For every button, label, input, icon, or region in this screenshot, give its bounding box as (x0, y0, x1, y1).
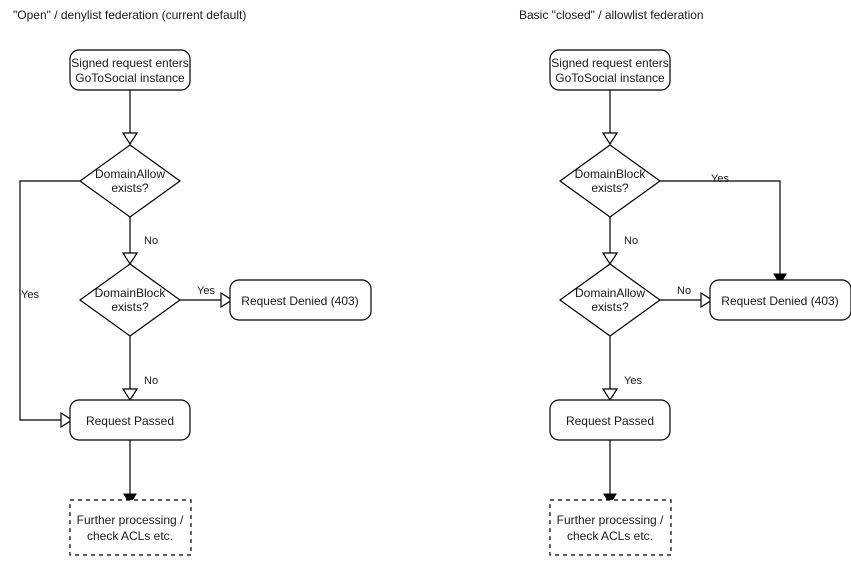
entry-node-label-line2-right: GoToSocial instance (555, 71, 665, 85)
diagram-title-left: "Open" / denylist federation (current de… (13, 8, 246, 22)
node-decision-domainallow-right[interactable]: DomainAllow exists? (558, 263, 662, 337)
domainblock-label-line2-left: exists? (111, 300, 149, 314)
diagram-open-denylist: "Open" / denylist federation (current de… (13, 8, 372, 556)
request-denied-shape-right (709, 279, 851, 321)
node-request-passed-right[interactable]: Request Passed (549, 399, 671, 441)
arrowhead-filled-icon (773, 273, 787, 285)
node-decision-domainallow-left[interactable]: DomainAllow exists? (78, 144, 182, 218)
arrowhead-open-icon (220, 291, 234, 309)
request-denied-label-right: Request Denied (403) (721, 294, 838, 308)
edge-domainallow-yes-left: Yes (19, 180, 80, 429)
edge-label-domainallow-yes-left: Yes (21, 289, 39, 301)
further-processing-label-line1-left: Further processing / (77, 513, 184, 527)
node-further-processing-right[interactable]: Further processing / check ACLs etc. (549, 499, 672, 556)
request-denied-label-left: Request Denied (403) (241, 294, 358, 308)
node-decision-domainblock-left[interactable]: DomainBlock exists? (78, 263, 182, 337)
edge-passed-to-further-right (603, 440, 617, 505)
node-request-passed-left[interactable]: Request Passed (69, 399, 191, 441)
further-processing-shape-left (69, 499, 192, 556)
edge-domainallow-no-right: No (660, 285, 714, 309)
diagram-closed-allowlist: Basic "closed" / allowlist federation Si… (519, 8, 851, 556)
further-processing-label-line2-left: check ACLs etc. (87, 529, 173, 543)
domainallow-label-line1-right: DomainAllow (575, 286, 645, 300)
arrowhead-open-icon (700, 291, 714, 309)
edge-domainblock-yes-right: Yes (660, 173, 787, 285)
further-processing-shape-right (549, 499, 672, 556)
edge-label-domainblock-no-right: No (624, 235, 638, 247)
node-entry-right[interactable]: Signed request enters GoToSocial instanc… (549, 49, 671, 91)
diagram-title-right: Basic "closed" / allowlist federation (519, 8, 704, 22)
arrowhead-open-icon (601, 388, 619, 402)
edge-entry-to-domainallow-left (121, 90, 139, 146)
node-request-denied-right[interactable]: Request Denied (403) (709, 279, 851, 321)
edge-label-domainblock-no-left: No (144, 375, 158, 387)
entry-node-label-line2-left: GoToSocial instance (75, 71, 185, 85)
arrowhead-filled-icon (603, 493, 617, 505)
edge-label-domainallow-no-right: No (677, 285, 691, 297)
node-further-processing-left[interactable]: Further processing / check ACLs etc. (69, 499, 192, 556)
edge-entry-to-domainblock-right (601, 90, 619, 146)
entry-node-label-line1-left: Signed request enters (71, 56, 188, 70)
domainallow-label-line1-left: DomainAllow (95, 167, 165, 181)
arrowhead-open-icon (121, 132, 139, 146)
arrowhead-open-icon (121, 252, 139, 266)
arrowhead-filled-icon (123, 493, 137, 505)
edge-domainblock-yes-left: Yes (180, 285, 234, 309)
arrowhead-open-icon (601, 132, 619, 146)
entry-node-label-line1-right: Signed request enters (551, 56, 668, 70)
edge-label-domainblock-yes-left: Yes (197, 285, 215, 297)
arrowhead-open-icon (601, 252, 619, 266)
request-passed-label-right: Request Passed (566, 414, 654, 428)
edge-label-domainblock-yes-right: Yes (711, 173, 729, 185)
further-processing-label-line2-right: check ACLs etc. (567, 529, 653, 543)
domainblock-label-line2-right: exists? (591, 181, 629, 195)
edge-label-domainallow-yes-right: Yes (624, 375, 642, 387)
node-decision-domainblock-right[interactable]: DomainBlock exists? (558, 144, 662, 218)
arrowhead-open-icon (60, 411, 74, 429)
arrowhead-open-icon (121, 388, 139, 402)
node-request-denied-left[interactable]: Request Denied (403) (229, 279, 372, 321)
domainallow-label-line2-right: exists? (591, 300, 629, 314)
edge-domainblock-no-right: No (601, 217, 638, 266)
request-denied-shape-left (229, 279, 372, 321)
request-passed-label-left: Request Passed (86, 414, 174, 428)
node-entry-left[interactable]: Signed request enters GoToSocial instanc… (69, 49, 191, 91)
edge-domainallow-no-left: No (121, 217, 158, 266)
edge-domainallow-yes-right: Yes (601, 336, 642, 402)
further-processing-label-line1-right: Further processing / (557, 513, 664, 527)
domainblock-label-line1-left: DomainBlock (95, 286, 167, 300)
domainblock-label-line1-right: DomainBlock (575, 167, 647, 181)
edge-label-domainallow-no-left: No (144, 235, 158, 247)
edge-passed-to-further-left (123, 440, 137, 505)
edge-domainblock-no-left: No (121, 336, 158, 402)
domainallow-label-line2-left: exists? (111, 181, 149, 195)
